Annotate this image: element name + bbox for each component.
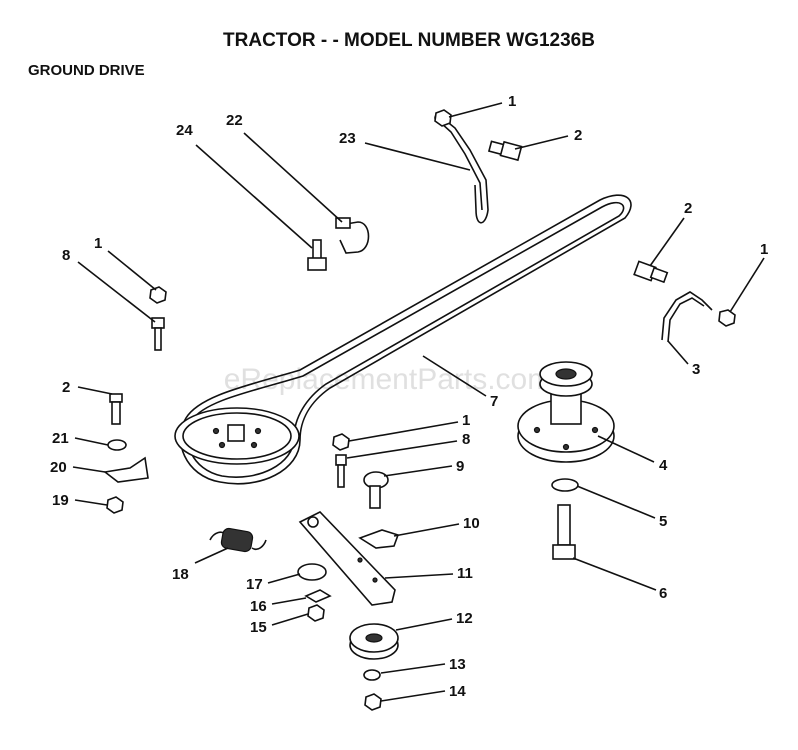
callout-label: 22 bbox=[226, 112, 243, 129]
callout-label: 1 bbox=[462, 412, 470, 429]
callout-label: 2 bbox=[574, 127, 582, 144]
callout-label: 14 bbox=[449, 683, 466, 700]
spacer-washer bbox=[297, 563, 327, 581]
callout-label: 10 bbox=[463, 515, 480, 532]
callout-label: 2 bbox=[62, 379, 70, 396]
callout-label: 4 bbox=[659, 457, 668, 474]
leader-lines bbox=[72, 102, 765, 702]
idler-pivot-bracket bbox=[358, 529, 400, 549]
idler-spring bbox=[209, 527, 267, 553]
belt-keeper bbox=[335, 217, 370, 254]
callouts: 1 2 23 24 22 2 1 1 8 3 7 2 21 20 19 1 8 … bbox=[50, 93, 768, 700]
callout-label: 24 bbox=[176, 122, 193, 139]
idler-pulley bbox=[349, 623, 399, 660]
callout-label: 21 bbox=[52, 430, 69, 447]
retaining-clip bbox=[304, 589, 332, 603]
idler-washer bbox=[363, 669, 381, 681]
lock-nut bbox=[106, 496, 124, 514]
callout-label: 9 bbox=[456, 458, 464, 475]
callout-label: 6 bbox=[659, 585, 667, 602]
callout-label: 11 bbox=[457, 565, 473, 582]
center-nut bbox=[332, 433, 350, 451]
callout-label: 7 bbox=[490, 393, 498, 410]
left-carriage-bolt bbox=[109, 393, 123, 425]
callout-label: 17 bbox=[246, 576, 263, 593]
idler-bracket bbox=[103, 456, 149, 483]
drive-belt bbox=[179, 194, 632, 485]
callout-label: 20 bbox=[50, 459, 67, 476]
right-nut bbox=[718, 309, 736, 327]
pulley-bolt bbox=[552, 504, 576, 560]
hex-bolt bbox=[487, 140, 523, 162]
callout-label: 23 bbox=[339, 130, 356, 147]
callout-label: 2 bbox=[684, 200, 692, 217]
transaxle-pulley bbox=[174, 407, 300, 465]
idler-lock-nut bbox=[364, 693, 382, 711]
parts-drawings bbox=[103, 109, 736, 711]
callout-label: 3 bbox=[692, 361, 700, 378]
callout-label: 1 bbox=[760, 241, 768, 258]
section-title: GROUND DRIVE bbox=[28, 62, 145, 79]
callout-label: 16 bbox=[250, 598, 267, 615]
callout-label: 12 bbox=[456, 610, 473, 627]
center-bolt bbox=[335, 454, 347, 488]
washer bbox=[551, 478, 579, 492]
flange-screw bbox=[307, 239, 327, 271]
hex-nut bbox=[434, 109, 452, 127]
idler-arm bbox=[298, 511, 396, 606]
watermark: eReplacementParts.com bbox=[224, 363, 552, 396]
left-nut bbox=[149, 286, 167, 304]
engine-pulley bbox=[517, 361, 615, 463]
diagram-title: TRACTOR - - MODEL NUMBER WG1236B bbox=[223, 30, 595, 51]
belt-guide-bracket bbox=[661, 291, 713, 343]
callout-label: 8 bbox=[62, 247, 70, 264]
left-bolt bbox=[151, 317, 165, 351]
callout-label: 13 bbox=[449, 656, 466, 673]
callout-label: 18 bbox=[172, 566, 189, 583]
callout-label: 1 bbox=[94, 235, 102, 252]
callout-label: 15 bbox=[250, 619, 267, 636]
callout-label: 1 bbox=[508, 93, 516, 110]
idler-nut bbox=[307, 604, 325, 622]
callout-label: 8 bbox=[462, 431, 470, 448]
shoulder-bolt bbox=[363, 471, 389, 509]
left-washer bbox=[107, 439, 127, 451]
callout-label: 19 bbox=[52, 492, 69, 509]
callout-label: 5 bbox=[659, 513, 667, 530]
